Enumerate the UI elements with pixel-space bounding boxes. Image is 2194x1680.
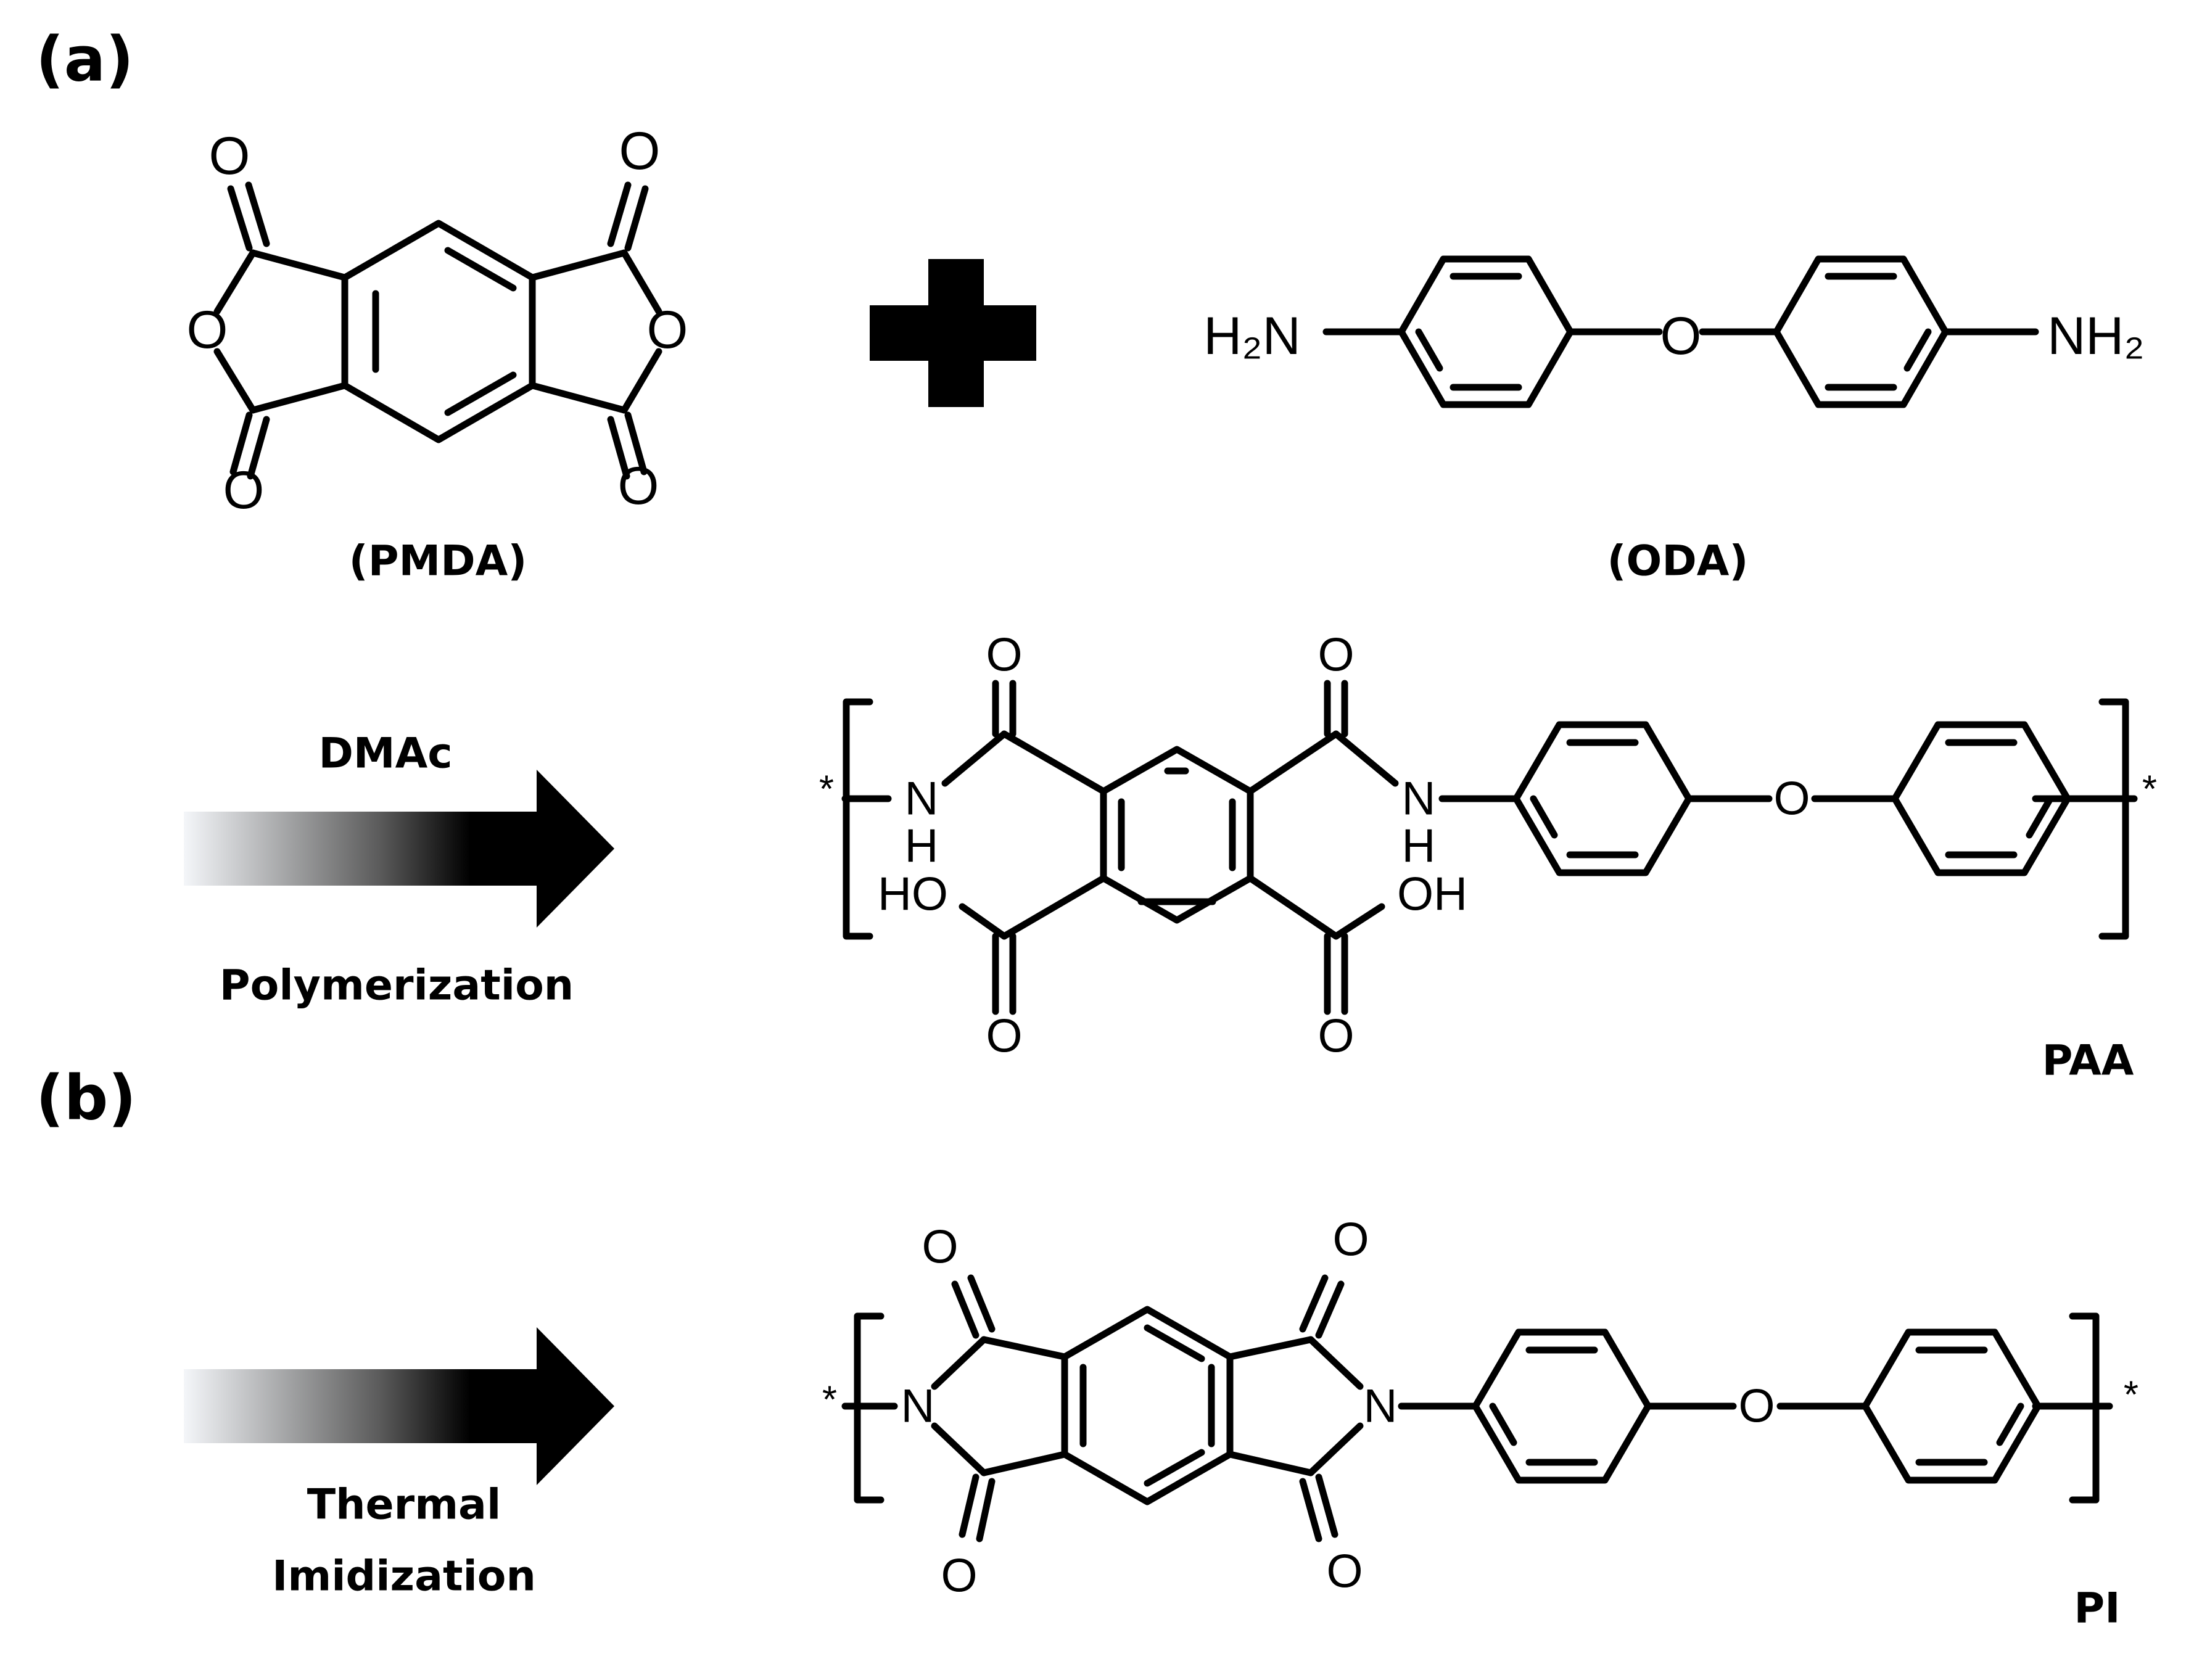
pmda-o-ring-1: O: [187, 300, 228, 360]
oda-structure: H₂N O NH₂: [1203, 255, 2145, 408]
pi-repeat-star-right: *: [2124, 1374, 2138, 1417]
pmda-structure: O O O O O O: [187, 121, 688, 520]
paa-n-2: N: [1402, 773, 1436, 825]
paa-repeat-star-left: *: [819, 768, 834, 811]
pi-o-carbonyl-2: O: [1332, 1214, 1369, 1266]
imidization-arrow: [184, 1327, 614, 1485]
oda-nh2: NH₂: [2047, 307, 2145, 366]
paa-oh-left: HO: [878, 868, 948, 921]
arrow1-solvent-label: DMAc: [318, 730, 452, 778]
oda-label: (ODA): [1607, 537, 1748, 586]
oda-h2n: H₂N: [1203, 307, 1301, 366]
paa-h-1: H: [905, 820, 939, 873]
paa-h-2: H: [1402, 820, 1436, 873]
pmda-label: (PMDA): [349, 537, 527, 586]
paa-o-amide-2: O: [1318, 629, 1354, 681]
oda-o-ether: O: [1660, 307, 1702, 366]
pi-n-1: N: [901, 1380, 935, 1433]
paa-o-acid-1: O: [986, 1010, 1022, 1063]
paa-o-acid-2: O: [1318, 1010, 1354, 1063]
arrow2-label-line2: Imidization: [272, 1552, 536, 1601]
paa-oh-right: OH: [1397, 868, 1467, 921]
arrow2-label-line1: Thermal: [307, 1481, 501, 1530]
polymerization-arrow: [184, 770, 614, 928]
arrow1-process-label: Polymerization: [220, 961, 574, 1010]
pi-o-carbonyl-3: O: [941, 1550, 977, 1602]
panel-label-a: (a): [36, 23, 134, 96]
paa-structure: O O N H N H HO OH O O O * *: [819, 629, 2157, 1063]
pi-repeat-star-left: *: [822, 1379, 837, 1422]
pi-label: PI: [2074, 1584, 2120, 1633]
paa-label: PAA: [2042, 1037, 2134, 1085]
pi-structure: O O N N O O O * *: [822, 1214, 2138, 1602]
panel-label-b: (b): [36, 1062, 136, 1134]
pmda-o-carbonyl-3: O: [223, 461, 265, 520]
pmda-o-carbonyl-4: O: [618, 456, 659, 516]
pi-o-ether: O: [1738, 1380, 1775, 1433]
paa-n-1: N: [905, 773, 939, 825]
pi-o-carbonyl-4: O: [1326, 1546, 1363, 1598]
pi-n-2: N: [1364, 1380, 1398, 1433]
paa-repeat-star-right: *: [2142, 768, 2157, 811]
pmda-o-carbonyl-1: O: [209, 126, 250, 186]
paa-o-amide-1: O: [986, 629, 1022, 681]
plus-icon: [870, 259, 1036, 407]
pmda-o-carbonyl-2: O: [619, 121, 661, 181]
pmda-o-ring-2: O: [647, 300, 688, 360]
pi-o-carbonyl-1: O: [922, 1221, 958, 1274]
paa-o-ether: O: [1773, 773, 1810, 825]
